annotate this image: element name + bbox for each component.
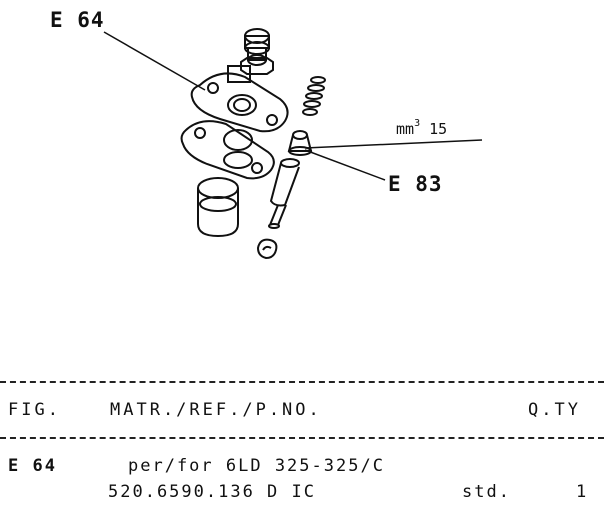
row-qty: 1: [576, 482, 589, 502]
header-fig: FIG.: [8, 400, 61, 420]
table-header-divider: [0, 437, 604, 439]
flow-label-value: 15: [429, 120, 448, 138]
header-qty: Q.TY: [528, 400, 581, 420]
plunger: [268, 158, 300, 229]
leader-line-e64: [103, 31, 206, 91]
retaining-clip: [256, 238, 278, 260]
row-part-number: 520.6590.136 D IC: [108, 482, 316, 502]
flow-label-sup: 3: [414, 118, 421, 129]
table-top-divider: [0, 381, 604, 383]
cup-sleeve: [197, 177, 239, 238]
upper-flange: [190, 65, 289, 133]
flow-label-unit: mm: [396, 120, 415, 138]
top-fitting: [240, 28, 274, 75]
row-description: per/for 6LD 325-325/C: [128, 456, 385, 476]
valve-body: [287, 130, 313, 156]
row-std: std.: [462, 482, 511, 502]
callout-e64: E 64: [50, 8, 105, 32]
header-ref: MATR./REF./P.NO.: [110, 400, 322, 420]
flow-label: mm3 15: [396, 118, 448, 138]
leader-line-flow: [304, 139, 483, 149]
lower-flange: [180, 120, 275, 180]
callout-e83: E 83: [388, 172, 443, 196]
spring: [302, 76, 326, 116]
row-fig: E 64: [8, 456, 57, 476]
leader-line-e83: [304, 149, 386, 181]
